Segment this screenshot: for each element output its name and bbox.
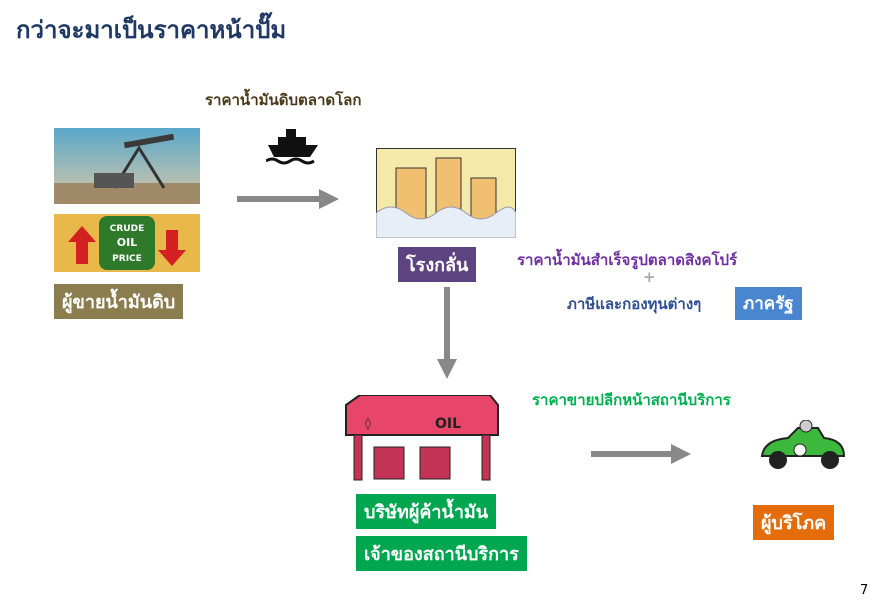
crude-seller-label: ผู้ขายน้ำมันดิบ xyxy=(54,284,184,319)
svg-text:CRUDE: CRUDE xyxy=(110,224,144,234)
plus-sign: + xyxy=(643,268,656,286)
consumer-label: ผู้บริโภค xyxy=(753,505,835,540)
crude-oil-price-image: CRUDE OIL PRICE xyxy=(54,214,200,272)
singapore-price-label: ราคาน้ำมันสำเร็จรูปตลาดสิงคโปร์ xyxy=(517,251,738,269)
gas-station-image: ◊ OIL xyxy=(345,395,499,481)
government-label: ภาครัฐ xyxy=(735,287,802,320)
up-arrow-icon xyxy=(68,226,96,264)
world-crude-price-label: ราคาน้ำมันดิบตลาดโลก xyxy=(205,91,362,109)
oil-pump-image xyxy=(54,128,200,204)
arrow-down-icon xyxy=(437,287,457,379)
slide-title: กว่าจะมาเป็นราคาหน้าปั๊ม xyxy=(16,16,287,44)
page-number: 7 xyxy=(860,583,869,598)
taxes-funds-label: ภาษีและกองทุนต่างๆ xyxy=(567,295,702,313)
refinery-image xyxy=(376,148,516,238)
svg-text:OIL: OIL xyxy=(435,416,461,432)
arrow-right-icon xyxy=(591,444,691,464)
race-car-image xyxy=(760,420,846,469)
refinery-label: โรงกลั่น xyxy=(398,247,477,282)
station-owner-label: เจ้าของสถานีบริการ xyxy=(356,536,527,571)
svg-text:◊: ◊ xyxy=(365,416,371,430)
retail-price-label: ราคาขายปลีกหน้าสถานีบริการ xyxy=(532,391,731,409)
down-arrow-icon xyxy=(158,230,186,266)
svg-text:PRICE: PRICE xyxy=(112,254,142,264)
ship-icon xyxy=(266,129,318,165)
arrow-right-icon xyxy=(237,189,339,209)
oil-company-label: บริษัทผู้ค้าน้ำมัน xyxy=(356,494,497,529)
svg-text:OIL: OIL xyxy=(117,236,137,249)
